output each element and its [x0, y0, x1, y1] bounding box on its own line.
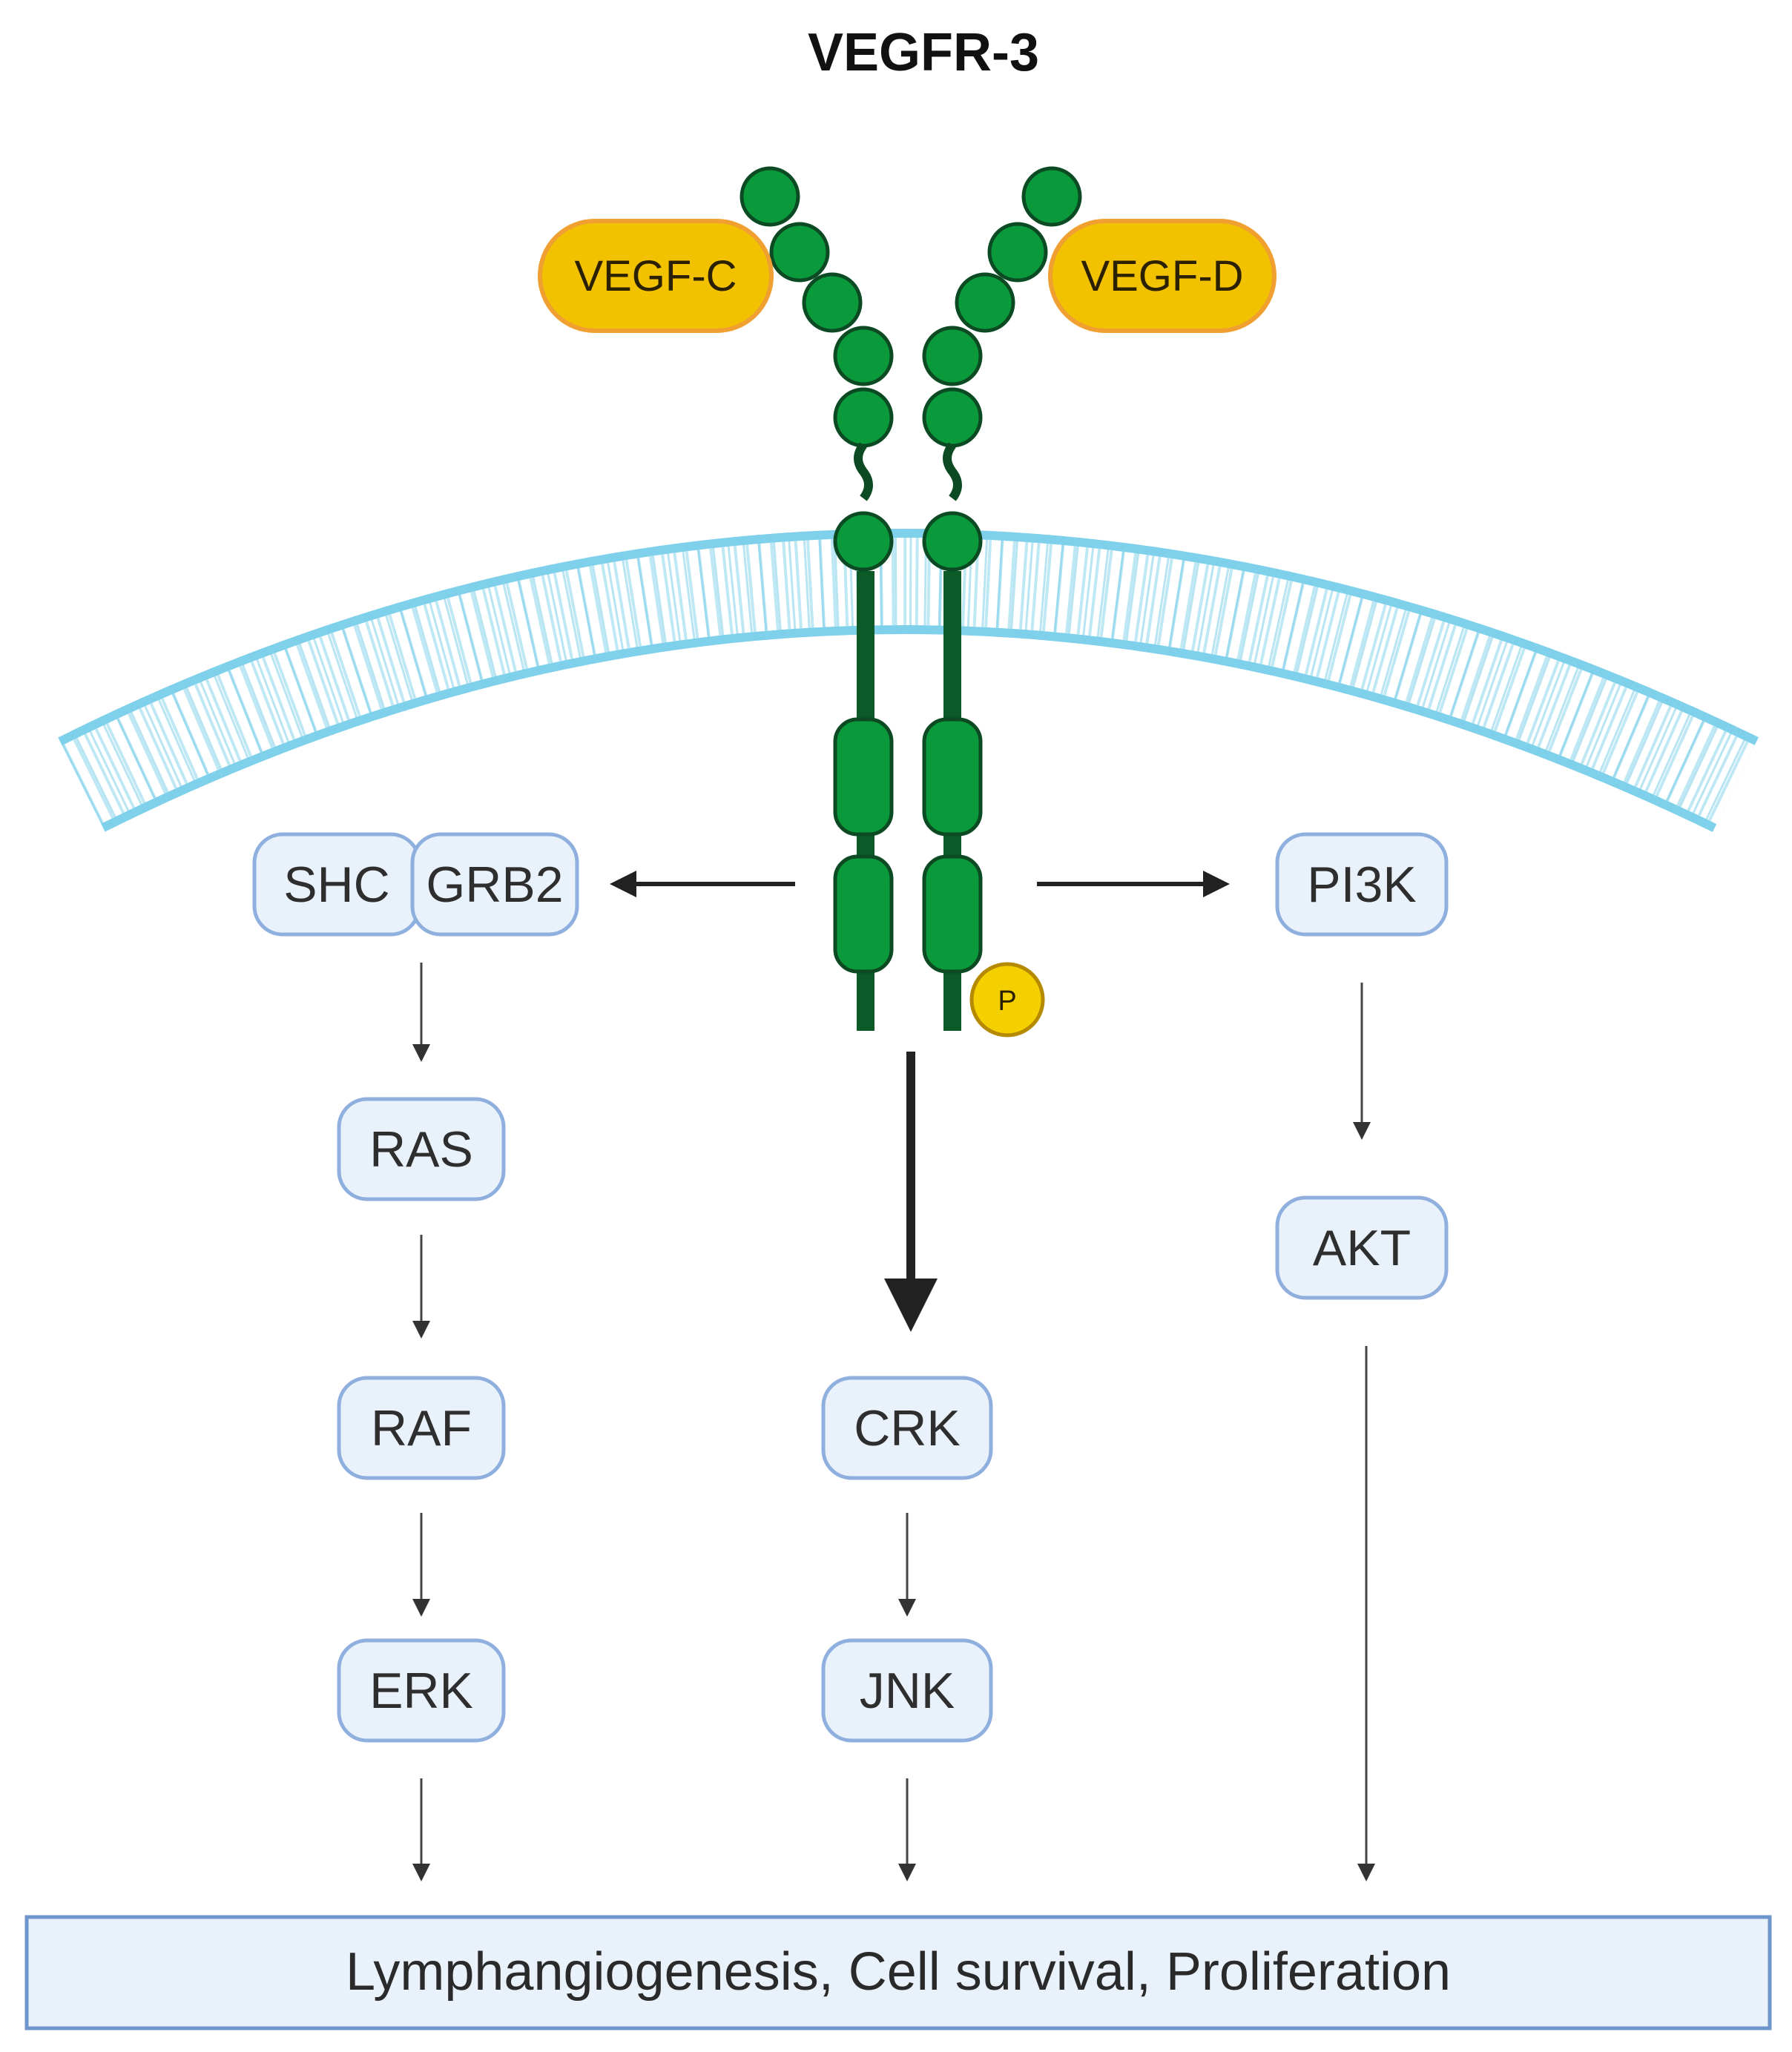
node-raf: RAF — [337, 1376, 506, 1480]
node-grb2-label: GRB2 — [426, 857, 563, 913]
outcome-box: Lymphangiogenesis, Cell survival, Prolif… — [24, 1915, 1772, 2030]
ligand-vegf-c-label: VEGF-C — [574, 252, 737, 300]
node-shc: SHC — [252, 832, 421, 937]
node-erk-label: ERK — [369, 1663, 473, 1719]
phosphate-marker: P — [969, 962, 1045, 1037]
ligand-vegf-d: VEGF-D — [1048, 219, 1277, 333]
node-akt: AKT — [1275, 1195, 1449, 1300]
node-jnk: JNK — [821, 1638, 993, 1743]
node-ras-label: RAS — [369, 1121, 473, 1178]
node-shc-label: SHC — [283, 857, 390, 913]
node-raf-label: RAF — [371, 1400, 472, 1456]
node-erk: ERK — [337, 1638, 506, 1743]
phosphate-label: P — [998, 986, 1016, 1017]
node-crk-label: CRK — [854, 1400, 961, 1456]
node-grb2: GRB2 — [410, 832, 579, 937]
receptor-chain-right — [922, 166, 1082, 1031]
diagram-title: VEGFR-3 — [808, 23, 1039, 82]
node-ras: RAS — [337, 1097, 506, 1201]
node-akt-label: AKT — [1313, 1220, 1411, 1276]
node-crk: CRK — [821, 1376, 993, 1480]
outcome-label: Lymphangiogenesis, Cell survival, Prolif… — [346, 1942, 1451, 2002]
cell-membrane — [58, 529, 1759, 832]
node-jnk-label: JNK — [860, 1663, 955, 1719]
receptor-chain-left — [739, 166, 894, 1031]
node-pi3k: PI3K — [1275, 832, 1449, 937]
node-pi3k-label: PI3K — [1307, 857, 1416, 913]
ligand-vegf-d-label: VEGF-D — [1081, 252, 1243, 300]
ligand-vegf-c: VEGF-C — [538, 219, 774, 333]
